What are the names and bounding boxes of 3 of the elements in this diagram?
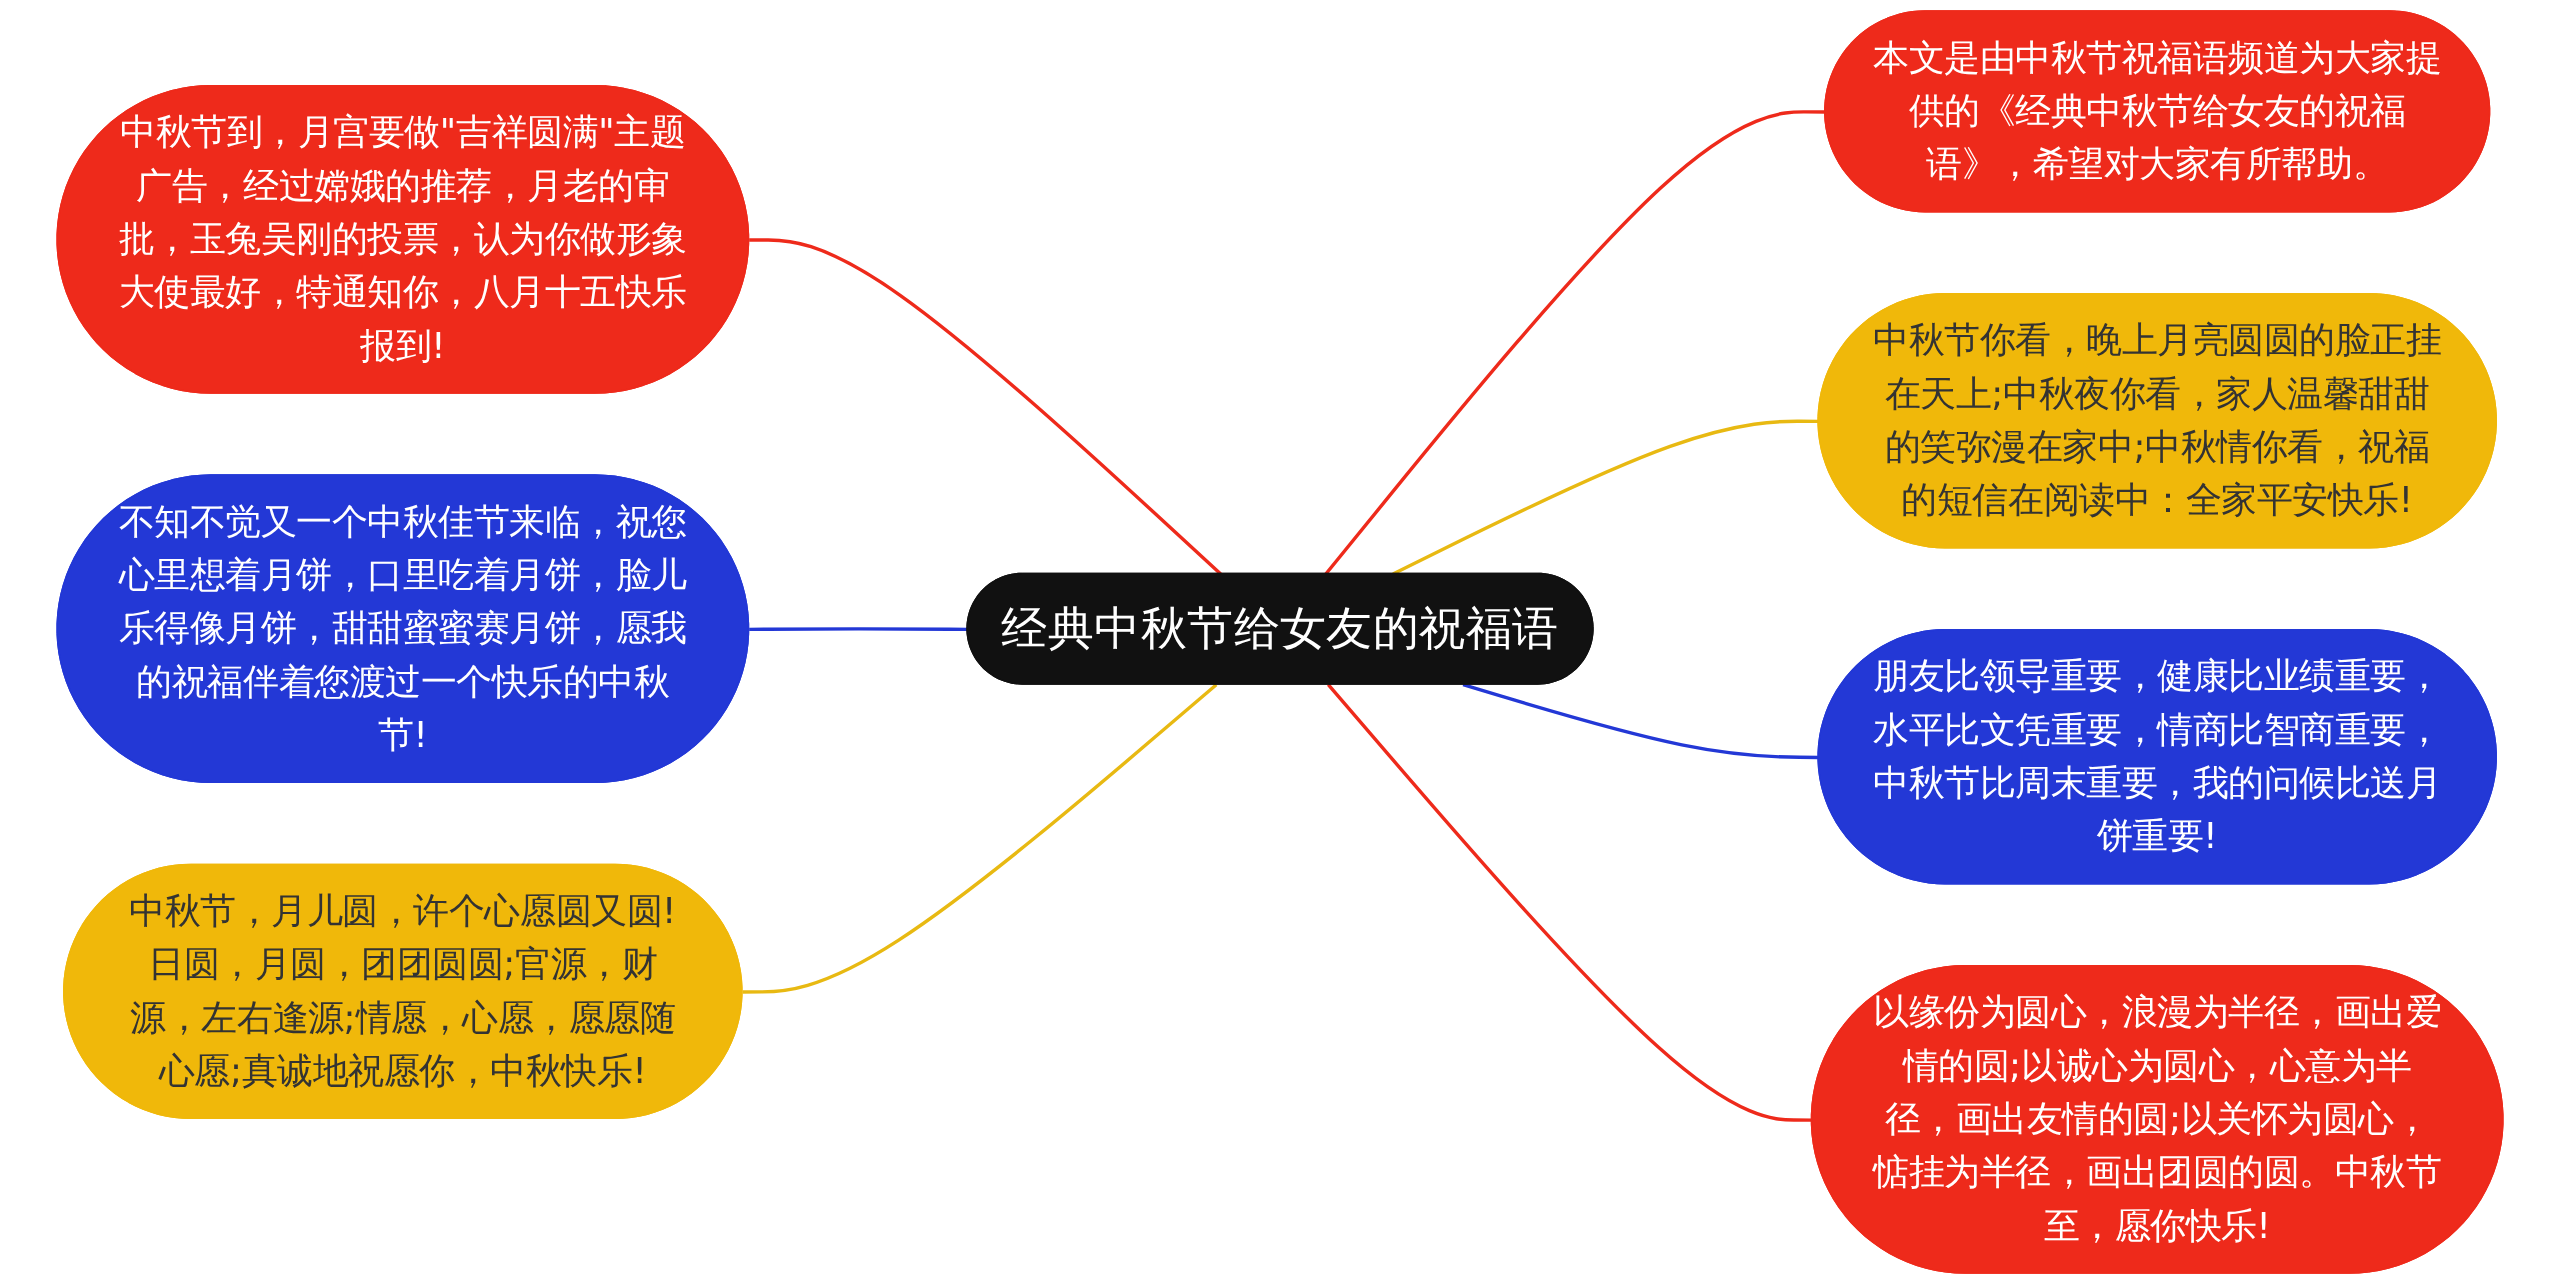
connector bbox=[1462, 683, 1819, 760]
connector bbox=[749, 627, 968, 632]
connector bbox=[742, 683, 1218, 994]
